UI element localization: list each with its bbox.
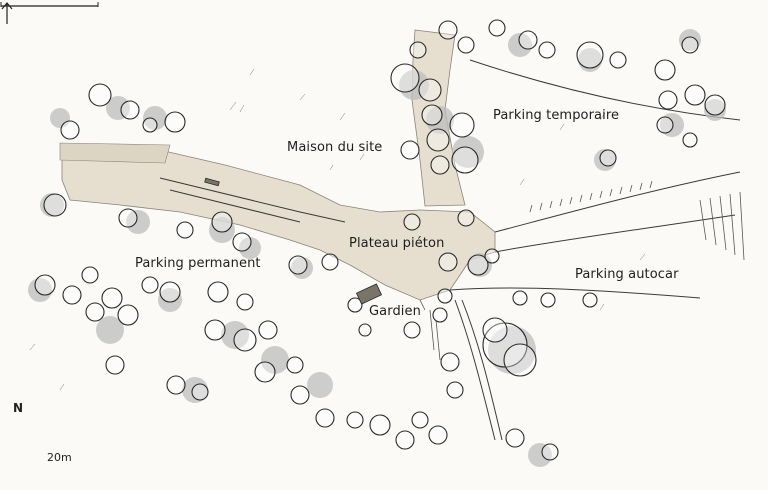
grass-texture (29, 68, 646, 391)
label-plateau-pieton: Plateau piéton (349, 236, 445, 251)
label-maison-du-site: Maison du site (287, 140, 383, 155)
hatched-borders (419, 180, 745, 361)
trees (34, 19, 726, 461)
north-label: N (13, 401, 24, 415)
label-parking-permanent: Parking permanent (135, 256, 261, 271)
scale-label: 20m (47, 451, 72, 464)
label-parking-temporaire: Parking temporaire (493, 108, 620, 123)
label-parking-autocar: Parking autocar (575, 267, 679, 282)
paved-west-walk (59, 142, 171, 164)
scale-bar-icon (0, 2, 99, 7)
label-gardien: Gardien (369, 304, 421, 319)
buildings (204, 177, 383, 305)
